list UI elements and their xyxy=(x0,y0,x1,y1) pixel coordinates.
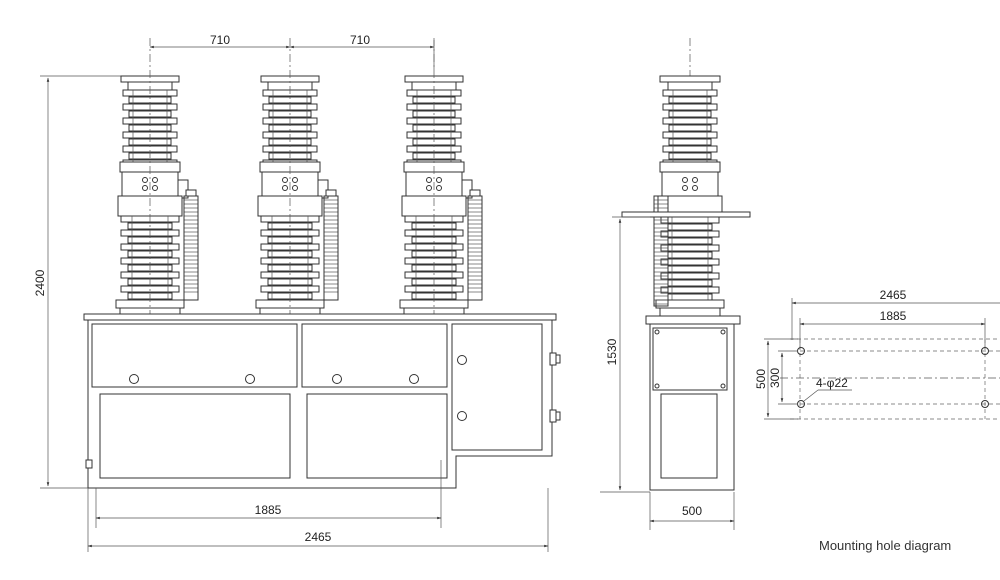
hole-spec-label: 4-φ22 xyxy=(816,376,848,390)
pole-assemblies xyxy=(115,75,483,315)
front-bottom-dimensions: 1885 2465 xyxy=(87,460,549,552)
total-height-dimension: 2400 xyxy=(33,75,125,489)
cabinet-panel xyxy=(301,323,448,388)
overall-width-label: 2465 xyxy=(305,530,332,544)
cabinet-panel xyxy=(306,393,448,479)
diagram-hole-spacing-y-label: 300 xyxy=(768,368,782,388)
side-view: 1530 500 xyxy=(600,38,751,530)
phase-spacing-right-label: 710 xyxy=(350,33,370,47)
mounting-hole xyxy=(981,347,989,355)
side-width-label: 500 xyxy=(682,504,702,518)
mounting-hole xyxy=(981,400,989,408)
phase-spacing-dimension: 710 710 xyxy=(149,33,435,70)
mounting-hole-diagram: 2465 1885 500 300 4-φ22 Mounting hole di… xyxy=(754,288,1000,553)
diagram-caption: Mounting hole diagram xyxy=(819,538,951,553)
diagram-hole-spacing-x-label: 1885 xyxy=(880,309,907,323)
diagram-overall-width-label: 2465 xyxy=(880,288,907,302)
mounting-hole-spacing-label: 1885 xyxy=(255,503,282,517)
cabinet-panel xyxy=(99,393,291,479)
side-height-label: 1530 xyxy=(605,338,619,365)
side-height-dimension: 1530 xyxy=(600,216,650,493)
diagram-overall-depth-label: 500 xyxy=(754,369,768,389)
side-width-dimension: 500 xyxy=(649,492,735,530)
cabinet-panel xyxy=(91,323,298,388)
operating-cabinet xyxy=(83,313,561,489)
total-height-label: 2400 xyxy=(33,269,47,296)
front-view: 710 710 2400 xyxy=(33,33,561,552)
cabinet-panel xyxy=(451,323,543,451)
side-pole-assembly xyxy=(653,75,725,317)
phase-spacing-left-label: 710 xyxy=(210,33,230,47)
